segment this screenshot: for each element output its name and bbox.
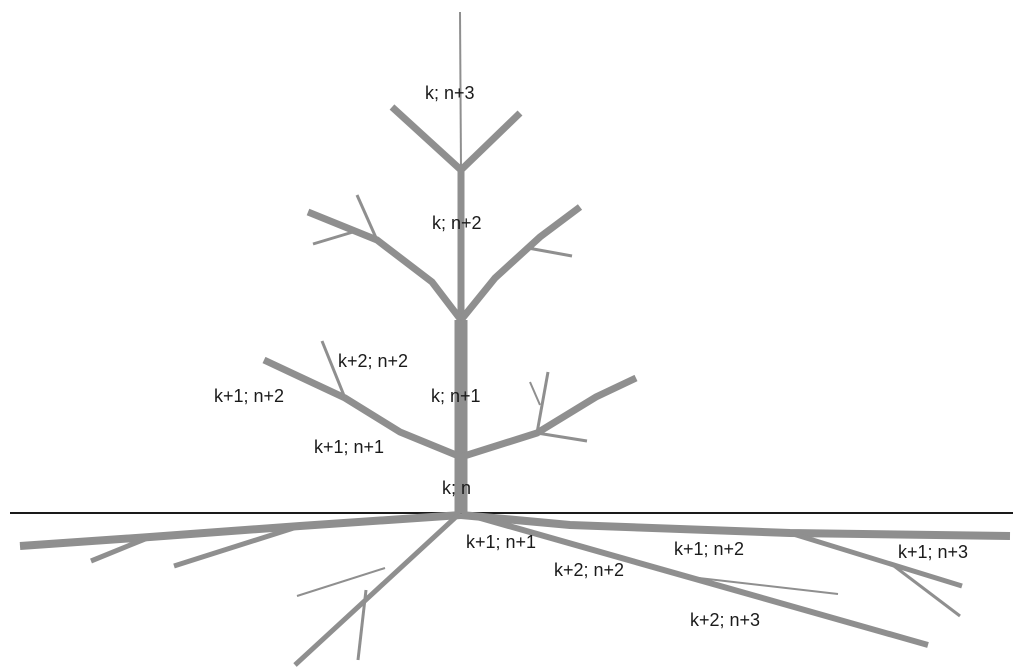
label-lower-left-tip: k+1; n+2 [214, 386, 284, 406]
lower-branch-right [459, 374, 638, 461]
label-lower-left-base: k+1; n+1 [314, 437, 384, 457]
lower-left-twig [320, 340, 347, 399]
upper-branch-left [306, 208, 464, 323]
root-down-left-twig-a [296, 567, 386, 597]
lower-branch-left [262, 356, 463, 461]
upper-left-twig-down [312, 230, 354, 246]
root-left-branch-a [173, 523, 301, 569]
label-upper-stem: k; n+2 [432, 213, 482, 233]
label-root-second: k+2; n+2 [554, 560, 624, 580]
label-middle-stem: k; n+1 [431, 386, 481, 406]
label-base: k; n [442, 478, 471, 498]
lower-right-twig-down [536, 431, 588, 443]
label-top: k; n+3 [425, 83, 475, 103]
root-right-main [460, 511, 1011, 540]
root-down-left-twig-b [356, 589, 368, 661]
label-root-deep: k+2; n+3 [690, 610, 760, 630]
upper-left-twig-up [355, 194, 379, 241]
root-right-twig [889, 561, 961, 618]
top-branch-left [389, 104, 464, 173]
root-deep-twig [689, 576, 839, 595]
label-root-main: k+1; n+1 [466, 532, 536, 552]
trunk-top [459, 11, 462, 171]
label-root-right-end: k+1; n+3 [898, 542, 968, 562]
label-root-right-mid: k+1; n+2 [674, 539, 744, 559]
root-right-branch [789, 530, 963, 589]
lower-right-twig-small [529, 381, 541, 406]
label-lower-left-sub: k+2; n+2 [338, 351, 408, 371]
root-down-left [293, 513, 460, 667]
root-left-thin-tip [19, 535, 151, 548]
top-branch-right [458, 110, 523, 173]
lower-right-twig-up [535, 371, 550, 434]
root-left-branch-b [90, 534, 151, 564]
root-deep [469, 512, 929, 648]
upper-branch-right [458, 204, 583, 323]
upper-right-twig [527, 246, 573, 258]
